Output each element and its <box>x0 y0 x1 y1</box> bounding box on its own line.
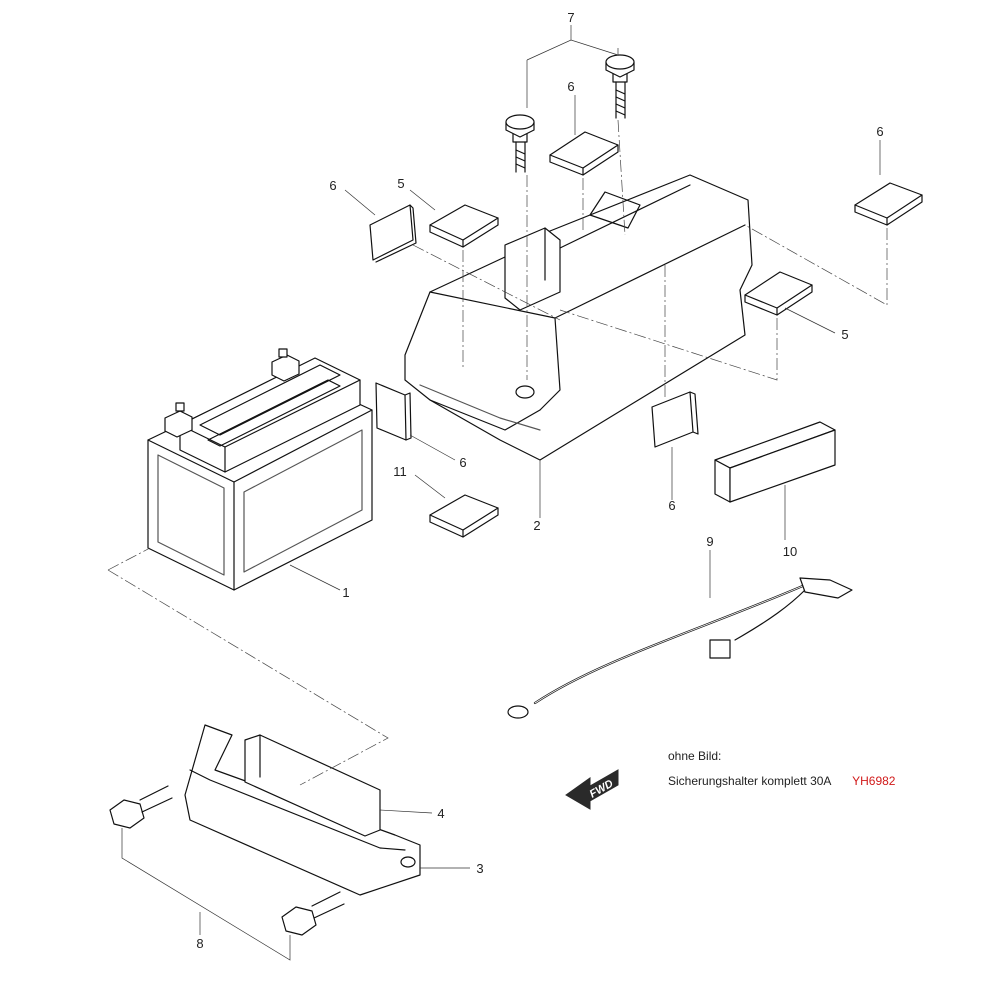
note-item-text: Sicherungshalter komplett 30A <box>668 774 831 788</box>
battery-band <box>184 724 421 896</box>
connector-icon <box>709 639 731 659</box>
bolt-icon <box>605 54 635 119</box>
callout-6c: 6 <box>876 124 883 139</box>
pad-6-top-center <box>549 131 619 176</box>
callout-8: 8 <box>196 936 203 951</box>
callout-9: 9 <box>706 534 713 549</box>
pad-6-right <box>854 182 923 226</box>
forward-arrow-icon: FWD <box>565 769 619 810</box>
wire-harness <box>507 577 853 719</box>
pad-11 <box>429 494 499 538</box>
battery <box>147 348 373 591</box>
callout-6d: 6 <box>459 455 466 470</box>
pad-10 <box>714 421 836 503</box>
callout-2: 2 <box>533 518 540 533</box>
callout-7: 7 <box>567 10 574 25</box>
callout-labels: 1 2 3 4 5 5 6 6 6 6 6 7 8 9 10 11 <box>196 10 883 951</box>
callout-5b: 5 <box>841 327 848 342</box>
bolt-icon <box>109 785 173 829</box>
callout-10: 10 <box>783 544 797 559</box>
bolt-icon <box>505 114 535 173</box>
battery-case <box>404 174 753 461</box>
pad-6-side <box>375 382 412 441</box>
callout-1: 1 <box>342 585 349 600</box>
note-heading: ohne Bild: <box>668 749 722 763</box>
band-pad-4 <box>244 734 381 837</box>
callout-5a: 5 <box>397 176 404 191</box>
fwd-label: FWD <box>588 778 616 801</box>
callout-4: 4 <box>437 806 444 821</box>
note-part-code[interactable]: YH6982 <box>852 774 896 788</box>
ring-terminal-icon <box>507 705 529 719</box>
pad-5-top <box>429 204 499 248</box>
pad-6-left <box>369 204 417 263</box>
callout-6b: 6 <box>567 79 574 94</box>
callout-11: 11 <box>393 464 407 479</box>
callout-6a: 6 <box>329 178 336 193</box>
note-item: Sicherungshalter komplett 30A YH6982 <box>668 774 895 788</box>
pad-6-bottom <box>651 391 699 448</box>
pad-5-right <box>744 271 813 316</box>
callout-3: 3 <box>476 861 483 876</box>
callout-6e: 6 <box>668 498 675 513</box>
bolt-icon <box>281 891 345 936</box>
